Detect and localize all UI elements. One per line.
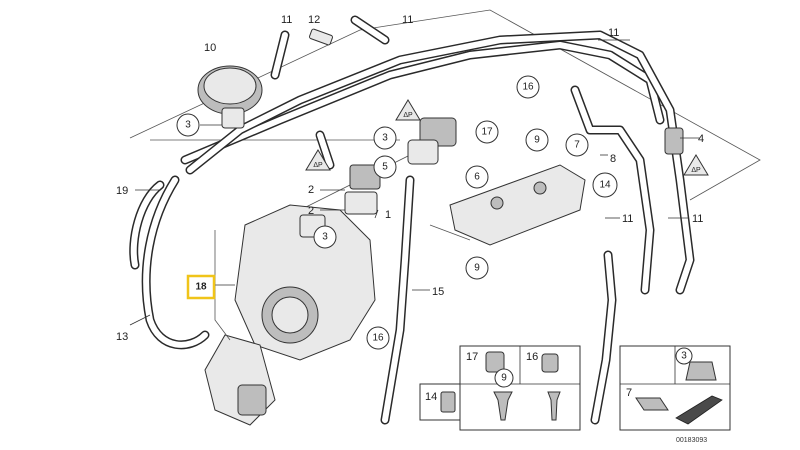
callout-9: 9 bbox=[494, 368, 514, 388]
part-label: 8 bbox=[610, 153, 616, 165]
svg-text:9: 9 bbox=[474, 263, 480, 274]
inset-14: 14 bbox=[419, 383, 461, 421]
warning-triangle-icon bbox=[305, 149, 331, 171]
svg-text:16: 16 bbox=[372, 333, 384, 344]
part-label: 10 bbox=[204, 42, 216, 54]
svg-text:3: 3 bbox=[382, 133, 388, 144]
svg-text:3: 3 bbox=[681, 351, 687, 362]
inset-right: 3 7 00183093 bbox=[619, 345, 731, 444]
svg-text:7: 7 bbox=[626, 387, 632, 399]
svg-text:16: 16 bbox=[526, 351, 538, 363]
warning-triangle-text: ΔP bbox=[313, 162, 323, 169]
svg-text:3: 3 bbox=[322, 232, 328, 243]
callout-3: 3 bbox=[313, 225, 337, 249]
part-label: 11 bbox=[692, 213, 703, 225]
callout-14: 14 bbox=[592, 172, 618, 198]
drawing-number: 00183093 bbox=[676, 437, 707, 444]
fitting-12 bbox=[309, 28, 333, 46]
svg-text:17: 17 bbox=[466, 351, 478, 363]
callout-5: 5 bbox=[373, 155, 397, 179]
callout-16: 16 bbox=[366, 326, 390, 350]
svg-text:7: 7 bbox=[574, 140, 580, 151]
vacuum-reservoir bbox=[197, 65, 263, 129]
svg-text:14: 14 bbox=[425, 391, 437, 403]
warning-triangle-text: ΔP bbox=[691, 167, 701, 174]
callout-6: 6 bbox=[465, 165, 489, 189]
callout-3: 3 bbox=[176, 113, 200, 137]
connector-4 bbox=[664, 127, 684, 155]
part-label: 11 bbox=[622, 213, 633, 225]
warning-triangle-text: ΔP bbox=[403, 112, 413, 119]
svg-text:3: 3 bbox=[185, 120, 191, 131]
part-label: 2 bbox=[308, 205, 314, 217]
svg-text:17: 17 bbox=[481, 127, 493, 138]
part-label: 13 bbox=[116, 331, 128, 343]
part-label: 19 bbox=[116, 185, 128, 197]
mounting-bracket bbox=[429, 164, 586, 246]
callout-7: 7 bbox=[565, 133, 589, 157]
part-label: 4 bbox=[698, 133, 704, 145]
part-label: 12 bbox=[308, 14, 320, 26]
hardware-inset: 17 16 9 bbox=[459, 345, 581, 431]
svg-text:5: 5 bbox=[382, 162, 388, 173]
callout-9: 9 bbox=[465, 256, 489, 280]
part-label: 15 bbox=[432, 286, 444, 298]
solenoid-valves bbox=[344, 117, 457, 215]
warning-triangle-icon bbox=[683, 154, 709, 176]
part-label: 11 bbox=[402, 14, 413, 26]
svg-text:14: 14 bbox=[599, 180, 611, 191]
part-label: 1 bbox=[385, 209, 391, 221]
svg-text:18: 18 bbox=[195, 282, 207, 293]
callout-9: 9 bbox=[525, 128, 549, 152]
svg-text:6: 6 bbox=[474, 172, 480, 183]
svg-text:16: 16 bbox=[522, 82, 534, 93]
warning-triangle-icon bbox=[395, 99, 421, 121]
callout-3: 3 bbox=[675, 347, 693, 365]
callout-17: 17 bbox=[475, 120, 499, 144]
part-label: 11 bbox=[281, 14, 292, 26]
part-label: 11 bbox=[608, 27, 619, 39]
arrow-icon bbox=[675, 395, 723, 425]
part-label: 2 bbox=[308, 184, 314, 196]
callout-3: 3 bbox=[373, 126, 397, 150]
svg-text:9: 9 bbox=[534, 135, 540, 146]
highlighted-callout-18[interactable]: 18 bbox=[186, 274, 216, 300]
svg-text:9: 9 bbox=[501, 373, 507, 384]
warning-triangles: ΔP ΔP ΔP bbox=[305, 99, 709, 176]
vacuum-hoses bbox=[129, 15, 695, 425]
throttle-body-assembly bbox=[204, 204, 376, 426]
callout-16: 16 bbox=[516, 75, 540, 99]
